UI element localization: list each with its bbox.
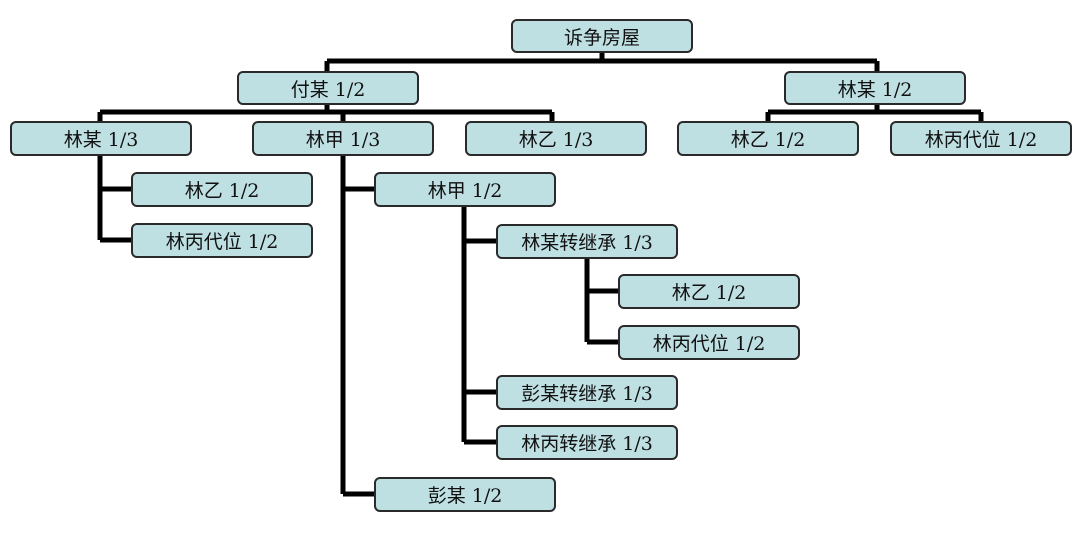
node-lin-bing-transfer: 林丙转继承 1/3 [496, 425, 678, 460]
node-lin-bing-right: 林丙代位 1/2 [890, 121, 1072, 156]
node-lin-yi-third: 林乙 1/3 [465, 121, 647, 156]
node-root: 诉争房屋 [511, 19, 693, 53]
node-peng-half: 彭某 1/2 [374, 477, 556, 512]
node-lin-jia-half: 林甲 1/2 [374, 172, 556, 207]
node-lin-yi-under-linmou: 林乙 1/2 [131, 172, 313, 207]
node-fu: 付某 1/2 [237, 71, 419, 105]
node-lin-yi-right: 林乙 1/2 [677, 121, 859, 156]
node-peng-transfer: 彭某转继承 1/3 [496, 375, 678, 410]
node-lin-jia-third: 林甲 1/3 [252, 121, 434, 156]
node-lin-right: 林某 1/2 [784, 71, 966, 105]
node-lin-bing-under-transfer: 林丙代位 1/2 [618, 325, 800, 360]
node-lin-yi-under-transfer: 林乙 1/2 [618, 274, 800, 309]
node-linmou-transfer: 林某转继承 1/3 [496, 224, 678, 259]
node-lin-bing-under-linmou: 林丙代位 1/2 [131, 223, 313, 258]
node-lin-mou-third: 林某 1/3 [10, 121, 192, 156]
